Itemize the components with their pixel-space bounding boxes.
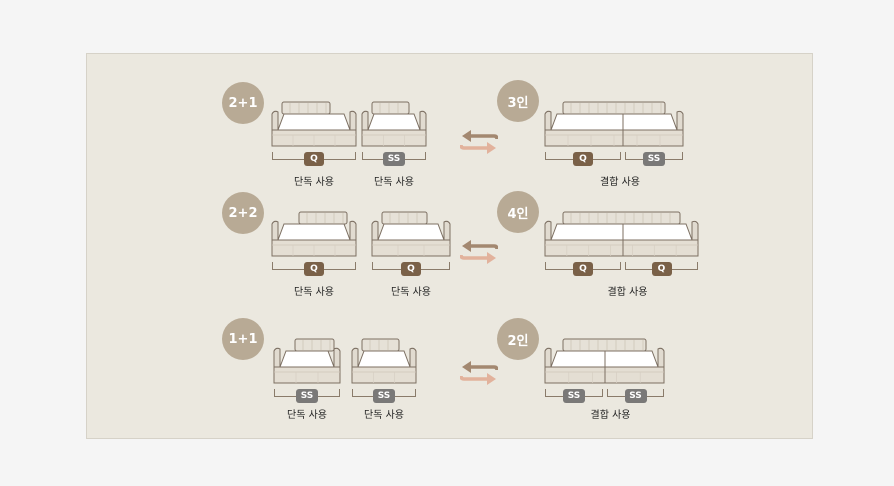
bed-base	[361, 129, 427, 147]
separate-config-badge: 1+1	[222, 318, 264, 360]
queen-size-tag: Q	[304, 152, 324, 166]
bed-icon	[350, 337, 418, 385]
usage-caption: 단독 사용	[287, 410, 327, 421]
combined-bed-icon	[543, 100, 685, 148]
bed-icon	[270, 100, 358, 148]
headboard	[361, 338, 400, 352]
super-single-tag: SS	[624, 389, 647, 403]
headboard	[562, 338, 647, 352]
combined-config-badge: 4인	[497, 191, 539, 233]
swap-arrows-icon	[459, 127, 499, 161]
mattress	[357, 350, 411, 368]
headboard	[298, 211, 348, 225]
mattress	[550, 223, 693, 241]
combined-bed-icon	[543, 337, 666, 385]
mattress	[367, 113, 421, 131]
bed-base	[371, 239, 451, 257]
swap-arrows-icon	[459, 237, 499, 271]
mattress	[277, 113, 351, 131]
usage-caption: 결합 사용	[600, 177, 640, 188]
headboard	[281, 101, 331, 115]
usage-caption: 단독 사용	[294, 287, 334, 298]
usage-caption: 단독 사용	[374, 177, 414, 188]
headboard	[381, 211, 428, 225]
headboard	[562, 101, 666, 115]
super-single-tag: SS	[563, 389, 585, 403]
queen-size-tag: Q	[573, 152, 593, 166]
mattress	[279, 350, 335, 368]
super-single-tag: SS	[383, 152, 405, 166]
super-single-tag: SS	[373, 389, 395, 403]
separate-config-badge: 2+1	[222, 82, 264, 124]
bed-icon	[370, 210, 452, 258]
usage-caption: 단독 사용	[364, 410, 404, 421]
combined-config-badge: 2인	[497, 318, 539, 360]
mattress	[377, 223, 445, 241]
queen-size-tag: Q	[401, 262, 421, 276]
bed-icon	[360, 100, 428, 148]
usage-caption: 결합 사용	[607, 287, 648, 298]
queen-size-tag: Q	[573, 262, 593, 276]
mattress	[277, 223, 351, 241]
usage-caption: 단독 사용	[294, 177, 334, 188]
usage-caption: 결합 사용	[590, 410, 631, 421]
bed-icon	[270, 210, 358, 258]
bed-icon	[272, 337, 342, 385]
combined-config-badge: 3인	[497, 80, 539, 122]
mattress	[550, 113, 678, 131]
combined-bed-icon	[543, 210, 700, 258]
headboard	[294, 338, 335, 352]
headboard	[562, 211, 681, 225]
bed-base	[351, 366, 417, 384]
bed-base	[544, 239, 699, 257]
bed-base	[273, 366, 341, 384]
super-single-tag: SS	[643, 152, 665, 166]
super-single-tag: SS	[296, 389, 318, 403]
swap-arrows-icon	[459, 358, 499, 392]
separate-config-badge: 2+2	[222, 192, 264, 234]
queen-size-tag: Q	[651, 262, 672, 276]
queen-size-tag: Q	[304, 262, 324, 276]
usage-caption: 단독 사용	[391, 287, 431, 298]
headboard	[371, 101, 410, 115]
